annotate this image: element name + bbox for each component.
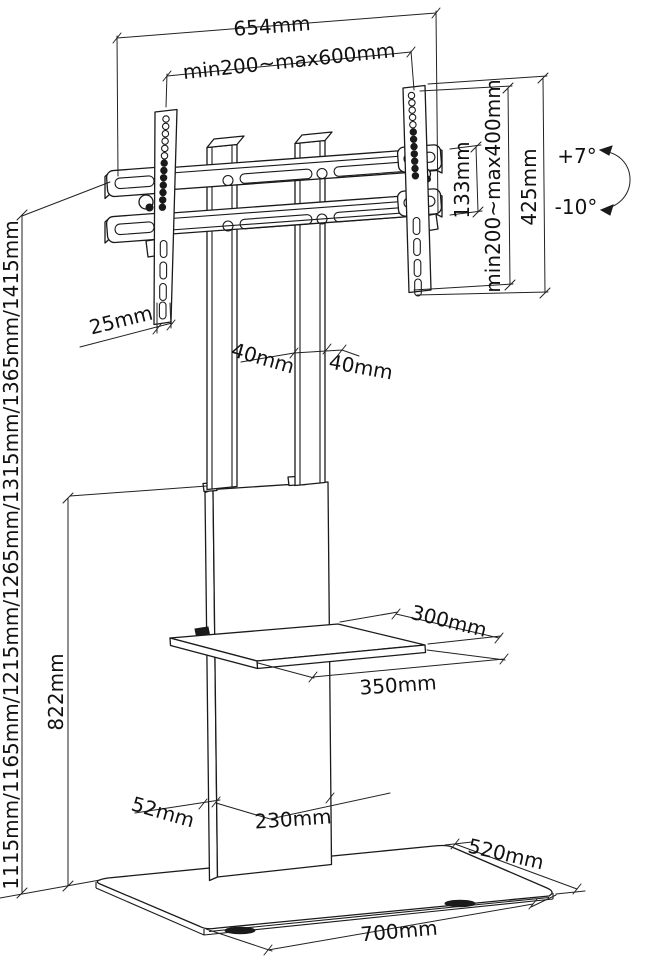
label-tilt-bracket-height: 133mm [450, 141, 474, 218]
dim-vesa-height-range [413, 82, 516, 291]
arrowhead-up [598, 145, 613, 156]
label-shelf-depth: 300mm [409, 600, 490, 642]
dim-vesa-width-range [162, 46, 416, 108]
dim-rail-offset-25 [79, 302, 176, 348]
base-plate [95, 844, 554, 936]
label-cover-width: 230mm [254, 804, 333, 833]
arrowhead-down [599, 204, 614, 216]
media-shelf [169, 623, 427, 670]
tilt-angle-indicator [598, 145, 631, 216]
dim-overall-height [0, 181, 111, 899]
dim-lower-column-822 [62, 485, 208, 892]
left-vesa-rail [153, 108, 178, 326]
label-tilt-angle-down: -10° [555, 195, 598, 219]
column-cover [202, 475, 333, 882]
label-column-width: 40mm [229, 338, 298, 379]
dim-shelf-width-350 [257, 649, 509, 683]
dim-shelf-depth-300 [339, 608, 504, 645]
dim-cover-width-230 [215, 792, 391, 820]
dim-base-depth-520 [444, 838, 586, 895]
dim-tilt-bracket-133 [449, 141, 484, 218]
label-base-width: 700mm [360, 916, 439, 947]
label-lower-column-height: 822mm [44, 653, 68, 730]
label-tilt-angle-up: +7° [557, 144, 596, 168]
label-bracket-total-width: 654mm [233, 11, 312, 41]
label-shelf-width: 350mm [359, 670, 438, 699]
label-vesa-height-range: min200~max400mm [481, 79, 505, 292]
base-foot-left [224, 926, 256, 935]
label-vesa-width-range: min200~max600mm [182, 38, 397, 84]
dim-column-40x40 [240, 343, 360, 363]
label-rail-offset: 25mm [87, 301, 155, 340]
dim-cover-depth-52 [134, 796, 221, 814]
dim-rail-height-425 [416, 72, 551, 299]
label-vesa-rail-height: 425mm [517, 148, 541, 225]
right-vesa-rail [402, 84, 432, 297]
base-foot-right [444, 899, 476, 908]
dim-base-width-700 [205, 894, 557, 956]
label-cover-depth: 52mm [129, 792, 198, 833]
label-overall-height-options: 1115mm/1165mm/1215mm/1265mm/1315mm/1365m… [0, 220, 23, 889]
label-column-depth: 40mm [327, 350, 395, 385]
dim-bracket-width-654 [112, 7, 441, 214]
